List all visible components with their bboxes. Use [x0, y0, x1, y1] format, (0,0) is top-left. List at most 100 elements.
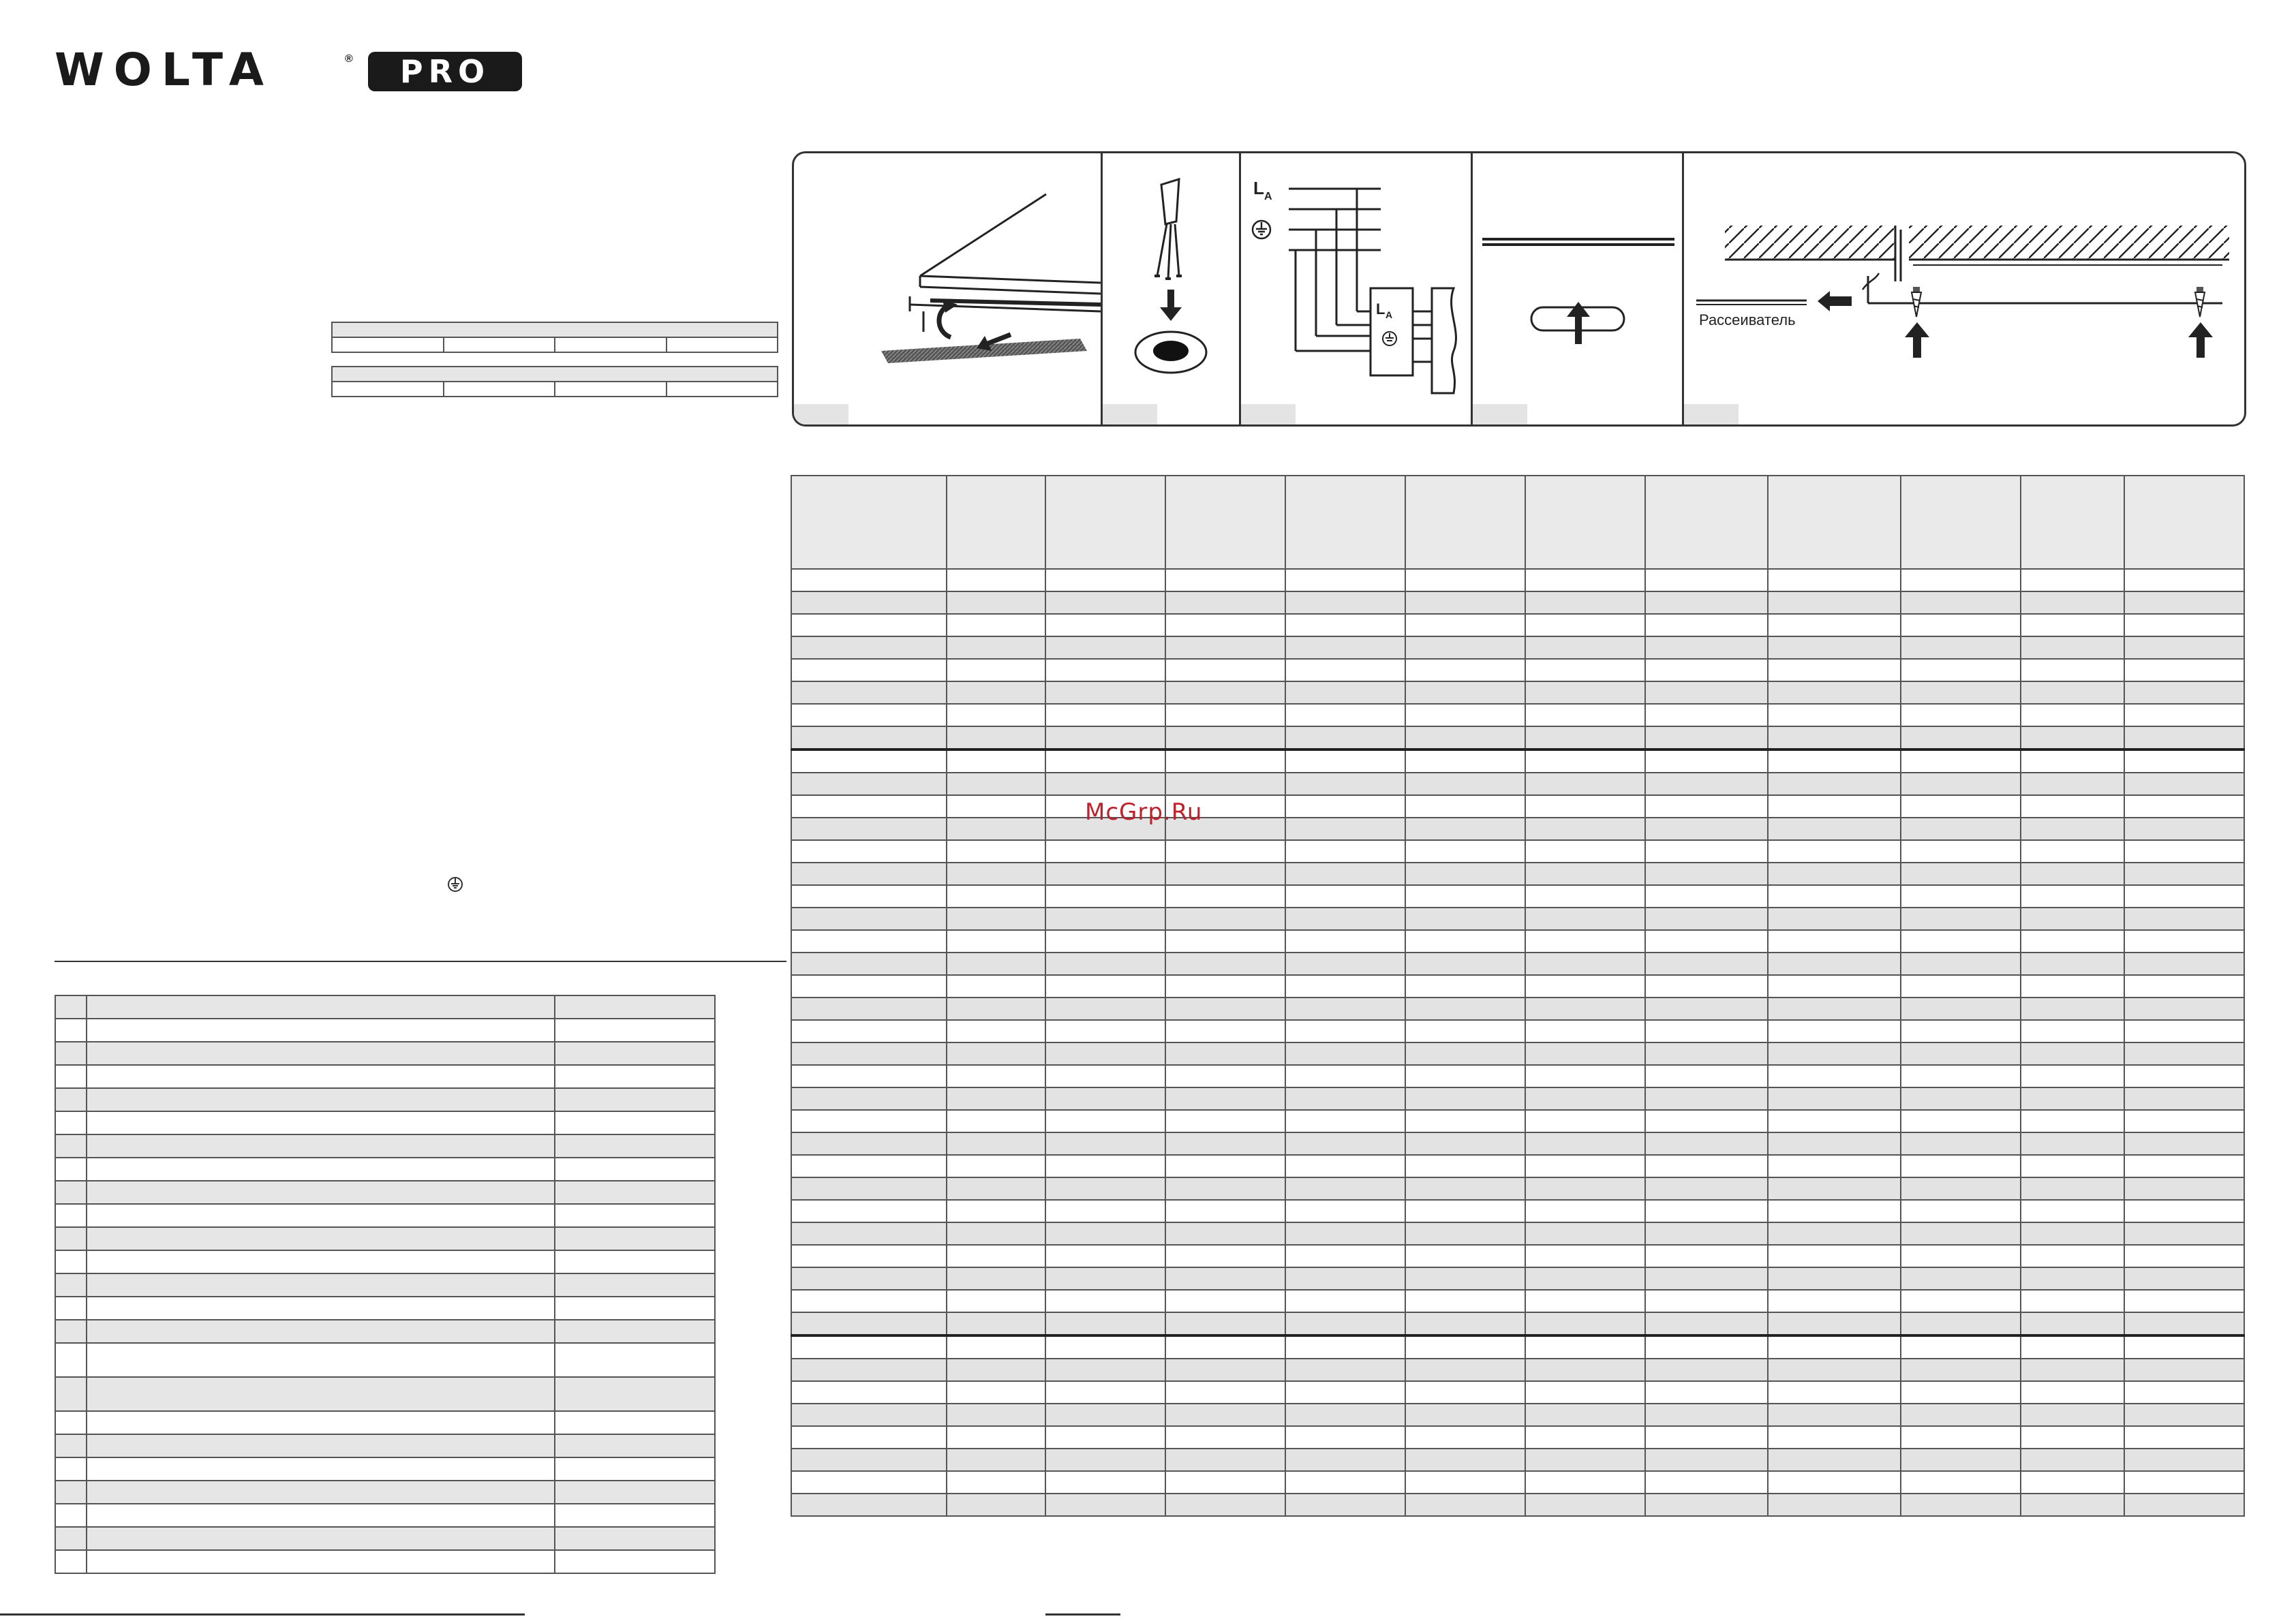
table-cell — [1900, 1289, 2021, 1313]
table-cell — [2020, 884, 2125, 908]
table-cell — [791, 1312, 947, 1336]
parts-cell — [86, 1064, 555, 1089]
table-cell — [2020, 1380, 2125, 1404]
table-cell — [1644, 1042, 1769, 1066]
table-cell — [946, 862, 1046, 886]
table-cell — [1644, 613, 1769, 637]
table-cell — [1644, 1403, 1769, 1427]
table-cell — [1165, 1177, 1286, 1201]
table-cell — [1405, 884, 1526, 908]
table-cell — [1900, 974, 2021, 998]
product-spec-table — [791, 475, 2245, 1517]
table-cell — [791, 1425, 947, 1449]
table-cell — [1405, 1064, 1526, 1088]
terminal-phase-label: L — [1376, 300, 1385, 318]
table-cell — [1900, 613, 2021, 637]
table-cell — [1525, 1154, 1646, 1178]
parts-list-table — [55, 995, 716, 1574]
table-cell — [1644, 1064, 1769, 1088]
table-cell — [1900, 1267, 2021, 1290]
table-cell — [2124, 929, 2245, 953]
table-cell — [1285, 591, 1406, 615]
arrow-up-icon — [1567, 302, 1590, 344]
table-cell — [946, 703, 1046, 727]
parts-cell — [55, 1376, 87, 1412]
parts-cell — [55, 1134, 87, 1158]
table-cell — [2020, 862, 2125, 886]
table-row — [791, 1312, 2245, 1336]
table-cell — [1644, 997, 1769, 1021]
table-cell — [1644, 862, 1769, 886]
parts-cell — [55, 1250, 87, 1274]
table-cell — [946, 1380, 1046, 1404]
table-cell — [1285, 772, 1406, 796]
table-cell — [1644, 974, 1769, 998]
table-cell — [946, 1334, 1046, 1359]
parts-cell — [86, 1180, 555, 1205]
table-cell — [1165, 1470, 1286, 1494]
table-cell — [1285, 1470, 1406, 1494]
table-cell — [791, 726, 947, 750]
table-cell — [1285, 929, 1406, 953]
table-cell — [1900, 952, 2021, 976]
table-cell — [946, 1425, 1046, 1449]
table-cell — [2020, 1312, 2125, 1336]
table-row — [791, 1222, 2245, 1246]
table-cell — [1900, 1177, 2021, 1201]
table-cell — [1900, 636, 2021, 660]
table-cell — [1767, 952, 1901, 976]
table-cell — [1165, 1042, 1286, 1066]
arrow-down-icon — [1160, 290, 1182, 321]
figure-wiring-diagram: L A L A — [1239, 153, 1473, 424]
table-cell — [1767, 748, 1901, 773]
table-cell — [2020, 1154, 2125, 1178]
table-cell — [2124, 1019, 2245, 1043]
table-cell — [2124, 1154, 2245, 1178]
table-cell — [1045, 1448, 1166, 1472]
table-cell — [946, 726, 1046, 750]
table-cell — [946, 1019, 1046, 1043]
table-cell — [1285, 636, 1406, 660]
table-cell — [1525, 839, 1646, 863]
table-row — [791, 1470, 2245, 1494]
table-cell — [791, 817, 947, 841]
parts-cell — [86, 1203, 555, 1228]
table-cell — [1644, 748, 1769, 773]
figure-cable-entry — [1101, 153, 1241, 424]
table-cell — [946, 1042, 1046, 1066]
table-cell — [2020, 794, 2125, 818]
table-cell — [946, 1177, 1046, 1201]
table-cell — [2124, 1312, 2245, 1336]
table-cell — [2124, 1109, 2245, 1133]
parts-cell — [86, 1549, 555, 1574]
table-cell — [946, 613, 1046, 637]
table-cell — [1165, 591, 1286, 615]
table-cell — [1405, 1019, 1526, 1043]
table-row — [791, 772, 2245, 796]
table-cell — [791, 1087, 947, 1111]
table-cell — [1644, 1334, 1769, 1359]
table-cell — [1165, 658, 1286, 682]
arrow-down-icon — [977, 332, 1012, 351]
parts-row — [55, 995, 716, 1019]
table-cell — [1644, 1493, 1769, 1517]
parts-cell — [86, 1319, 555, 1344]
table-cell — [1045, 1109, 1166, 1133]
table-cell — [791, 1177, 947, 1201]
parts-row — [55, 1549, 716, 1574]
spec-cell — [442, 337, 555, 353]
table-cell — [2124, 1425, 2245, 1449]
table-cell — [1525, 726, 1646, 750]
table-cell — [1405, 1177, 1526, 1201]
parts-row — [55, 1296, 716, 1320]
parts-row — [55, 1180, 716, 1205]
parts-cell — [86, 1342, 555, 1378]
table-row — [791, 1358, 2245, 1382]
parts-cell — [554, 1457, 716, 1481]
table-cell — [946, 1289, 1046, 1313]
table-cell — [1165, 794, 1286, 818]
parts-cell — [554, 1226, 716, 1251]
table-cell — [2020, 681, 2125, 705]
header-cell — [1525, 475, 1646, 570]
table-cell — [791, 658, 947, 682]
